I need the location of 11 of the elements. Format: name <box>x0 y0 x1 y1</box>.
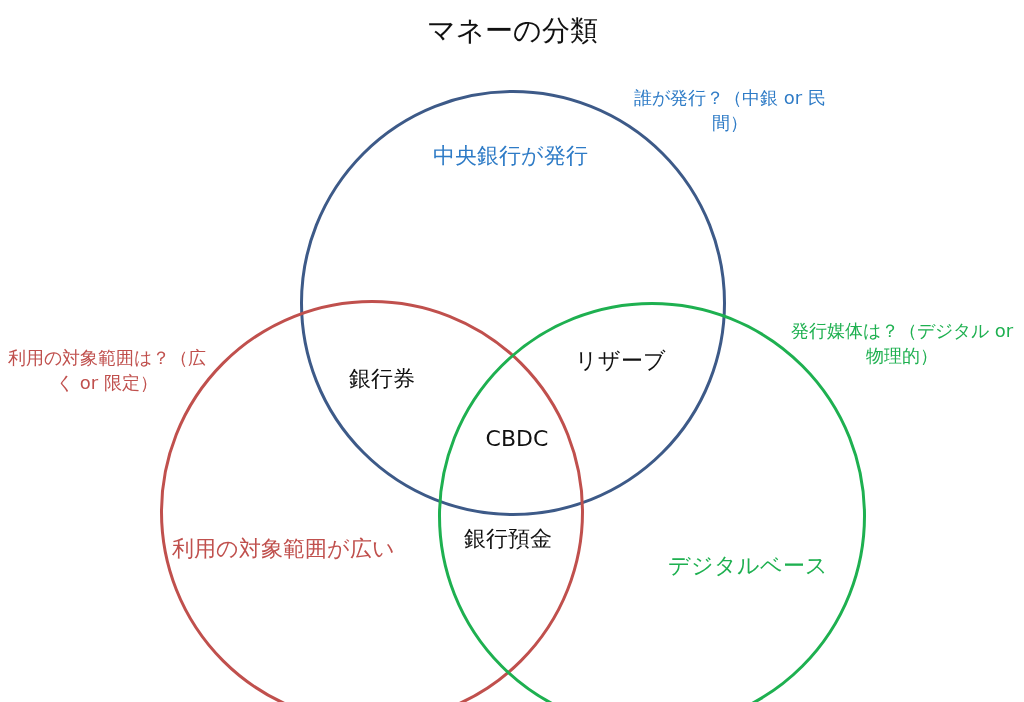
question-note: 利用の対象範囲は？（広く or 限定） <box>7 346 207 396</box>
question-note: 発行媒体は？（デジタル or 物理的） <box>789 319 1015 369</box>
circle-label: 利用の対象範囲が広い <box>170 535 396 563</box>
region-label: CBDC <box>484 426 550 451</box>
question-note: 誰が発行？（中銀 or 民間） <box>633 86 827 136</box>
title: マネーの分類 <box>425 13 599 49</box>
circle-label: 中央銀行が発行 <box>431 142 589 170</box>
region-label: リザーブ <box>573 347 667 375</box>
region-label: 銀行券 <box>348 365 416 393</box>
region-label: 銀行預金 <box>463 525 553 553</box>
circle-label: デジタルベース <box>667 552 829 580</box>
